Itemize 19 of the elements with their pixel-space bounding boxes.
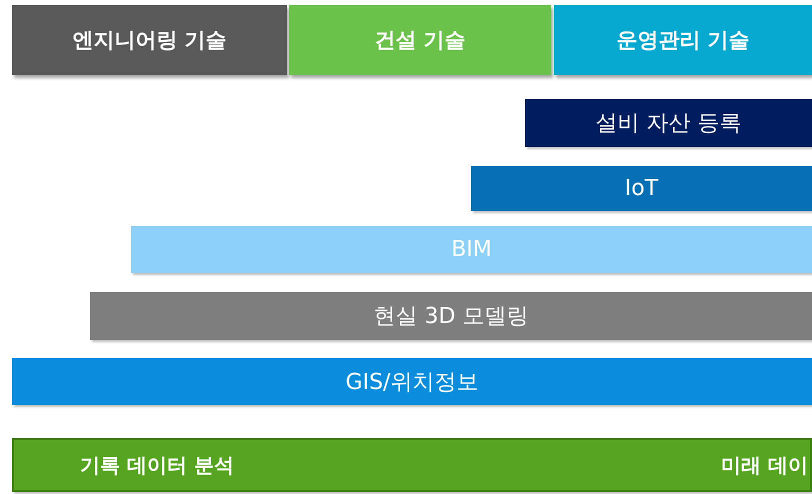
bar-label: 현실 3D 모델링 — [374, 303, 528, 331]
bar-label: 설비 자산 등록 — [596, 110, 742, 138]
bar-label: IoT — [624, 176, 658, 201]
category-header — [12, 5, 287, 75]
timeline-label: 미래 데이 — [721, 452, 808, 478]
category-header — [554, 5, 812, 75]
layer-bar — [471, 166, 812, 211]
header-label: 엔지니어링 기술 — [72, 27, 227, 54]
bar-label: GIS/위치정보 — [346, 368, 478, 396]
category-header — [289, 5, 551, 75]
layer-bar — [90, 292, 812, 340]
timeline-label: 기록 데이터 분석 — [80, 452, 234, 478]
timeline-bar — [12, 438, 812, 492]
header-label: 운영관리 기술 — [616, 27, 750, 54]
bar-label: BIM — [451, 237, 492, 262]
layer-bar — [131, 226, 812, 273]
layer-bar — [525, 99, 812, 147]
header-label: 건설 기술 — [374, 27, 466, 54]
layer-bar — [12, 358, 812, 405]
